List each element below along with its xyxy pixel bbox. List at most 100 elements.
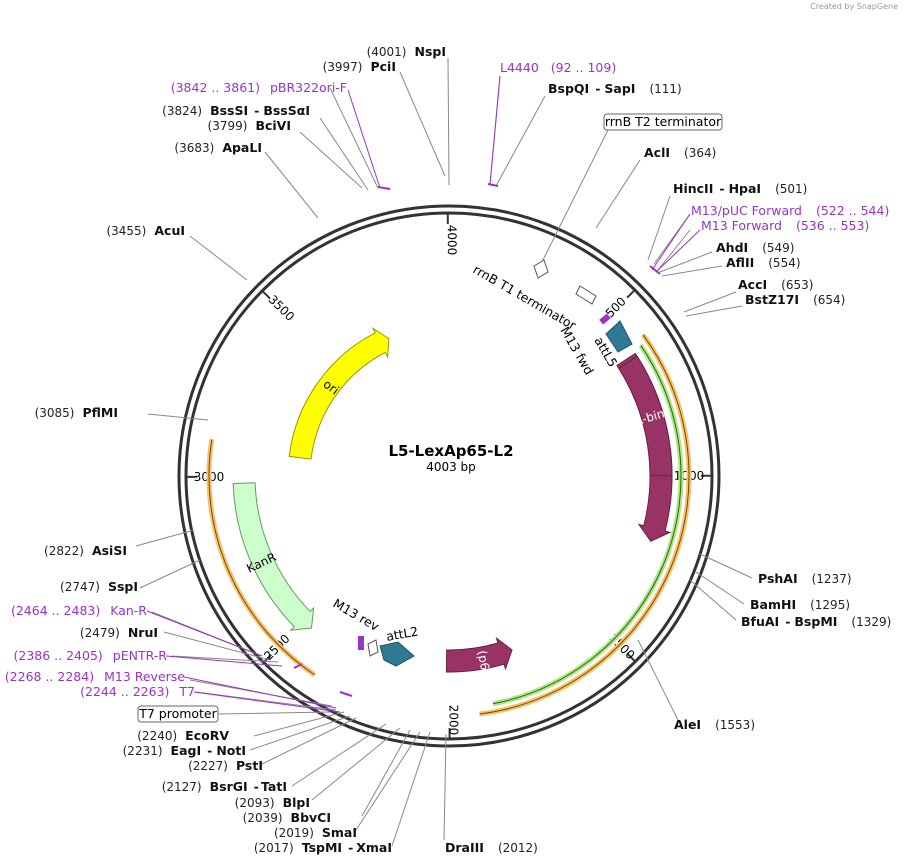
- enzyme-BbvCI[interactable]: BbvCI: [291, 810, 331, 825]
- tick-1500: [626, 653, 637, 663]
- enzyme-BstZ17I[interactable]: BstZ17I: [745, 292, 799, 307]
- enzyme-BsrGI[interactable]: BsrGI: [210, 779, 248, 794]
- svg-text:M13/pUC Forward(522 .. 544): M13/pUC Forward(522 .. 544): [691, 203, 889, 218]
- rrnB-T2-callout-box: [603, 113, 723, 131]
- rrnB-T1-terminator-label: rrnB T1 terminator: [471, 262, 580, 334]
- svg-text:(2127)BsrGI-TatI: (2127)BsrGI-TatI: [162, 779, 287, 794]
- enzyme-ApaLI[interactable]: ApaLI: [222, 140, 262, 155]
- primer-pENTR-R[interactable]: pENTR-R: [113, 648, 168, 663]
- enzyme-TspMI[interactable]: TspMI: [302, 840, 342, 855]
- svg-text:(3455)AcuI: (3455)AcuI: [106, 223, 185, 238]
- enzyme-PflMI[interactable]: PflMI: [82, 405, 118, 420]
- rrnB-T2-terminator-arrow[interactable]: [533, 259, 549, 279]
- tick-500: [626, 289, 636, 299]
- enzyme-NruI[interactable]: NruI: [128, 625, 158, 640]
- M13-rev-label: M13 rev: [331, 596, 383, 635]
- svg-text:BamHI(1295): BamHI(1295): [750, 597, 850, 612]
- enzyme-HincII[interactable]: HincII: [673, 181, 713, 196]
- M13-fwd-marker: [599, 313, 611, 325]
- enzyme-BlpI[interactable]: BlpI: [283, 795, 310, 810]
- primer-Kan-R[interactable]: Kan-R: [110, 603, 147, 618]
- tick-label-1500: 1500: [606, 631, 638, 662]
- svg-text:(3842 .. 3861)pBR322ori-F: (3842 .. 3861)pBR322ori-F: [171, 80, 347, 95]
- svg-text:(2227)PstI: (2227)PstI: [188, 758, 263, 773]
- svg-text:BstZ17I(654): BstZ17I(654): [745, 292, 845, 307]
- svg-text:(2017)TspMI-XmaI: (2017)TspMI-XmaI: [254, 840, 392, 855]
- enzyme-BciVI[interactable]: BciVI: [255, 118, 291, 133]
- attL5-site[interactable]: [605, 320, 633, 353]
- enzyme-BfuAI[interactable]: BfuAI: [741, 614, 779, 629]
- tick-label-2000: 2000: [447, 705, 461, 736]
- svg-text:(2240)EcoRV: (2240)EcoRV: [137, 728, 229, 743]
- enzyme-PstI[interactable]: PstI: [236, 758, 263, 773]
- enzyme-PciI[interactable]: PciI: [370, 59, 396, 74]
- svg-text:(3799)BciVI: (3799)BciVI: [208, 118, 291, 133]
- rrnB-T2-leader: [541, 129, 609, 263]
- feature-ori[interactable]: [288, 326, 390, 460]
- enzyme-AccI[interactable]: AccI: [738, 277, 767, 292]
- primer-M13-Forward[interactable]: M13 Forward: [701, 218, 782, 233]
- svg-text:AleI(1553): AleI(1553): [674, 717, 755, 732]
- plasmid-name: L5-LexAp65-L2: [388, 442, 513, 460]
- svg-text:BfuAI-BspMI(1329): BfuAI-BspMI(1329): [741, 614, 891, 629]
- enzyme-SmaI[interactable]: SmaI: [322, 825, 357, 840]
- primer-arc: [208, 439, 315, 676]
- primer-L4440[interactable]: L4440: [500, 60, 539, 75]
- svg-text:(2231)EagI-NotI: (2231)EagI-NotI: [123, 743, 246, 758]
- primer-arc: [479, 334, 690, 715]
- snapgene-credit: Created by SnapGene: [810, 2, 898, 11]
- attL2-label: attL2: [385, 624, 420, 644]
- enzyme-BamHI[interactable]: BamHI: [750, 597, 796, 612]
- M13-rev-marker: [358, 636, 364, 650]
- enzyme-AleI[interactable]: AleI: [674, 717, 701, 732]
- svg-text:HincII-HpaI(501): HincII-HpaI(501): [673, 181, 807, 196]
- enzyme-DraIII[interactable]: DraIII: [445, 840, 484, 855]
- attL2-site[interactable]: [379, 641, 415, 667]
- primer-binding-arcs: [206, 333, 692, 717]
- svg-text:(2747)SspI: (2747)SspI: [60, 579, 138, 594]
- primer-M13-Reverse[interactable]: M13 Reverse: [104, 669, 185, 684]
- svg-text:AclI(364): AclI(364): [644, 145, 716, 160]
- svg-text:AflII(554): AflII(554): [726, 255, 801, 270]
- feature-rela-p65-ad[interactable]: [445, 636, 513, 673]
- svg-text:(4001)NspI: (4001)NspI: [367, 44, 446, 59]
- svg-text:(3085)PflMI: (3085)PflMI: [35, 405, 118, 420]
- svg-text:DraIII(2012): DraIII(2012): [445, 840, 538, 855]
- svg-text:(2479)NruI: (2479)NruI: [80, 625, 158, 640]
- enzyme-SspI[interactable]: SspI: [108, 579, 138, 594]
- enzyme-BssSI[interactable]: BssSI: [210, 103, 248, 118]
- enzyme-NspI[interactable]: NspI: [414, 44, 446, 59]
- svg-text:(2822)AsiSI: (2822)AsiSI: [44, 543, 127, 558]
- primer-pBR322ori-F[interactable]: pBR322ori-F: [270, 80, 347, 95]
- svg-text:AhdI(549): AhdI(549): [716, 240, 794, 255]
- enzyme-EcoRV[interactable]: EcoRV: [185, 728, 229, 743]
- svg-text:AccI(653): AccI(653): [738, 277, 813, 292]
- enzyme-EagI[interactable]: EagI: [171, 743, 202, 758]
- enzyme-PshAI[interactable]: PshAI: [758, 571, 798, 586]
- primer-arc: [492, 345, 682, 705]
- enzyme-AsiSI[interactable]: AsiSI: [92, 543, 127, 558]
- enzyme-AflII[interactable]: AflII: [726, 255, 754, 270]
- svg-text:PshAI(1237): PshAI(1237): [758, 571, 852, 586]
- T7-promoter-leader: [217, 711, 331, 715]
- tick-label-4000: 4000: [445, 225, 459, 256]
- enzyme-AhdI[interactable]: AhdI: [716, 240, 748, 255]
- feature-kanr[interactable]: [232, 482, 315, 631]
- leader-lines: [135, 57, 753, 847]
- svg-text:(2464 .. 2483)Kan-R: (2464 .. 2483)Kan-R: [11, 603, 147, 618]
- primer-M13-pUC-Forward[interactable]: M13/pUC Forward: [691, 203, 802, 218]
- enzyme-AcuI[interactable]: AcuI: [154, 223, 185, 238]
- enzyme-AclI[interactable]: AclI: [644, 145, 670, 160]
- svg-text:M13 Forward(536 .. 553): M13 Forward(536 .. 553): [701, 218, 869, 233]
- primer-leaders: [146, 75, 701, 713]
- svg-text:BspQI-SapI(111): BspQI-SapI(111): [548, 81, 682, 96]
- T7-promoter-callout: T7 promoter: [138, 706, 217, 721]
- primer-T7[interactable]: T7: [178, 684, 195, 699]
- svg-text:(2093)BlpI: (2093)BlpI: [235, 795, 310, 810]
- rrnB-T1-terminator-arrow[interactable]: [575, 285, 597, 305]
- tick-label-3500: 3500: [266, 292, 298, 323]
- feature-dna-bindi-[interactable]: [617, 355, 673, 477]
- enzyme-BspQI[interactable]: BspQI: [548, 81, 589, 96]
- svg-text:(3997)PciI: (3997)PciI: [323, 59, 396, 74]
